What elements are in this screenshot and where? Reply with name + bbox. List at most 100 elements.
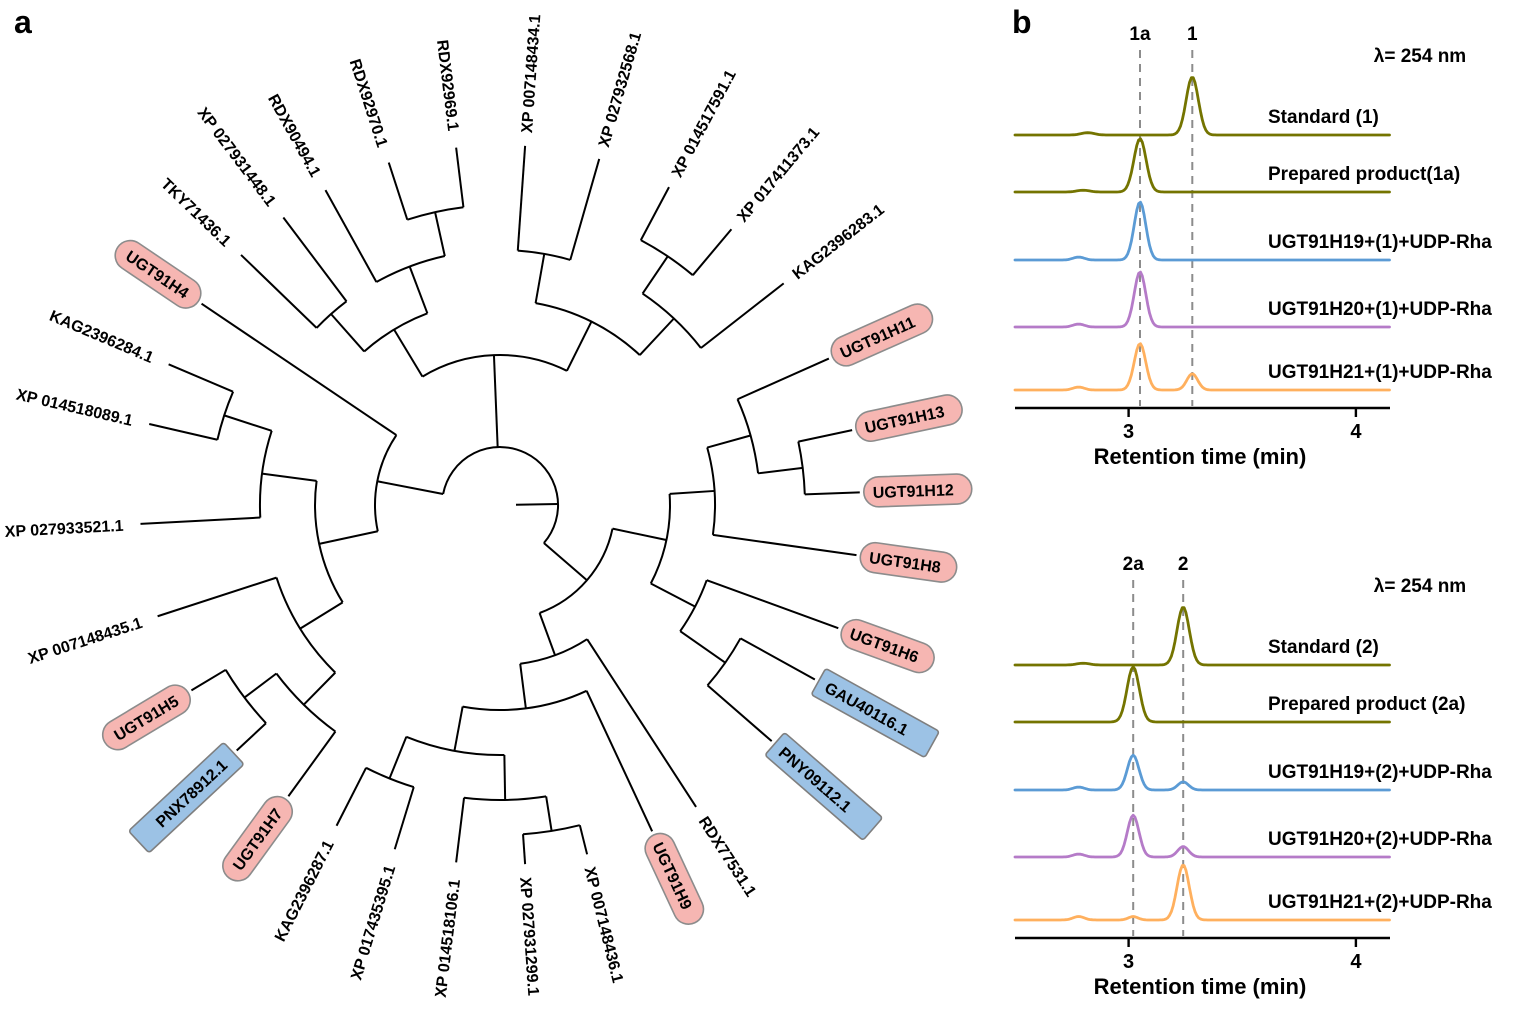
tree-leaf-label: XP 014518106.1 [433, 878, 464, 998]
tree-root-stub [515, 502, 559, 506]
tree-branch-line [679, 630, 726, 664]
tree-leaf-highlight [859, 541, 958, 583]
tree-leaf-label: XP 027932568.1 [596, 30, 645, 149]
x-tick-label: 4 [1350, 421, 1362, 443]
tree-leaf-label: RDX77531.1 [695, 814, 759, 900]
tree-branch-line [335, 767, 367, 827]
tree-branch-line [639, 186, 670, 241]
tree-branch-line [236, 722, 267, 752]
tree-leaf: UGT91H11 [830, 303, 934, 367]
tree-leaf-label: XP 027931299.1 [516, 877, 541, 997]
tree-branch-line [388, 736, 408, 779]
tree-leaf-label: KAG2396283.1 [790, 201, 888, 283]
tree-branch-arc [736, 398, 760, 474]
tree-branch-line [543, 542, 588, 582]
tree-branch-arc [406, 206, 464, 221]
tree-branch-line [261, 472, 317, 482]
tree-leaf-highlight [840, 618, 935, 674]
trace-label: UGT91H19+(2)+UDP-Rha [1268, 762, 1492, 783]
tree-leaf: XP 014518089.1 [14, 387, 134, 430]
tree-leaf-highlight [830, 303, 934, 367]
trace-label: Prepared product(1a) [1268, 164, 1460, 185]
tree-branch-line [434, 211, 446, 257]
tree-leaf-label: RDX92970.1 [346, 57, 391, 149]
tree-branch-arc [442, 446, 559, 544]
tree-leaf-label: XP 027933521.1 [4, 518, 124, 541]
tree-leaf-label: XP 017435395.1 [348, 863, 399, 982]
tree-leaf: XP 027932568.1 [596, 30, 645, 149]
panel-a-label: a [14, 4, 32, 40]
tree-leaf: XP 017435395.1 [348, 863, 399, 982]
x-tick-label: 3 [1123, 421, 1134, 443]
chromatogram-trace [1013, 864, 1391, 922]
tree-leaf: UGT91H6 [840, 618, 935, 674]
tree-leaf: RDX77531.1 [695, 814, 759, 900]
tree-leaf-highlight [114, 239, 202, 309]
tree-branches [140, 145, 860, 865]
chromatogram-trace [1013, 342, 1391, 392]
chromatogram-trace [1013, 753, 1391, 792]
tree-leaf-highlight [854, 394, 963, 443]
tree-branch-line [282, 216, 348, 302]
tree-leaf: KAG2396283.1 [790, 201, 888, 283]
tree-leaf: KAG2396287.1 [272, 838, 338, 945]
tree-branch-line [408, 266, 429, 314]
tree-leaf-label: KAG2396287.1 [272, 838, 338, 945]
tree-branch-line [303, 671, 336, 706]
tree-branch-line [737, 357, 830, 401]
tree-leaf: XP 027931448.1 [194, 105, 279, 210]
tree-branch-line [299, 601, 344, 630]
tree-branch-line [223, 414, 273, 432]
tree-branch-line [740, 637, 816, 681]
tree-branch-line [519, 663, 527, 709]
wavelength-label: λ= 254 nm [1374, 576, 1466, 597]
tree-leaf: PNY09112.1 [765, 732, 883, 840]
tree-branch-line [538, 612, 556, 656]
tree-leaf: UGT91H8 [859, 541, 958, 583]
tree-branch-line [516, 145, 527, 251]
tree-branch-arc [315, 300, 348, 329]
trace-label: Standard (1) [1268, 107, 1379, 128]
tree-branch-line [798, 429, 853, 443]
tree-leaf: XP 007148435.1 [26, 615, 144, 668]
tree-leaf: UGT91H4 [114, 239, 202, 309]
tree-branch-line [243, 672, 277, 699]
tree-branch-line [569, 158, 601, 261]
tree-leaf: PNX78912.1 [128, 742, 244, 853]
tree-leaf-highlight [128, 742, 244, 853]
tree-leaf-highlight [644, 832, 705, 925]
tree-leaf-label: PNX78912.1 [153, 757, 231, 831]
tree-branch-line [586, 638, 697, 808]
x-axis-title: Retention time (min) [1094, 444, 1307, 469]
tree-leaf: RDX90494.1 [264, 92, 323, 180]
tree-branch-line [706, 434, 751, 449]
tree-leaf-highlight [862, 473, 973, 508]
tree-branch-arc [706, 447, 716, 536]
tree-branch-line [157, 576, 277, 618]
tree-leaf: GAU40116.1 [811, 668, 940, 758]
tree-leaf-label: XP 014518089.1 [14, 387, 134, 430]
tree-branch-line [585, 690, 654, 832]
tree-branch-line [387, 162, 409, 220]
chromatogram-trace [1013, 606, 1391, 667]
tree-branch-line [692, 228, 733, 276]
tree-branch-line [330, 313, 365, 353]
chromatogram-trace [1013, 270, 1391, 329]
tree-branch-line [566, 321, 593, 372]
tree-branch-line [318, 530, 378, 545]
tree-branch-line [492, 355, 499, 448]
tree-branch-line [503, 754, 507, 800]
panel-b-label: b [1012, 4, 1032, 40]
tree-leaf-label: RDX92969.1 [433, 39, 461, 132]
tree-branch-arc [405, 735, 505, 757]
retention-marker-label: 1a [1129, 24, 1151, 45]
chromatogram-trace [1013, 665, 1391, 724]
tree-leaf: XP 007148434.1 [519, 14, 544, 134]
trace-label: UGT91H21+(1)+UDP-Rha [1268, 362, 1492, 383]
